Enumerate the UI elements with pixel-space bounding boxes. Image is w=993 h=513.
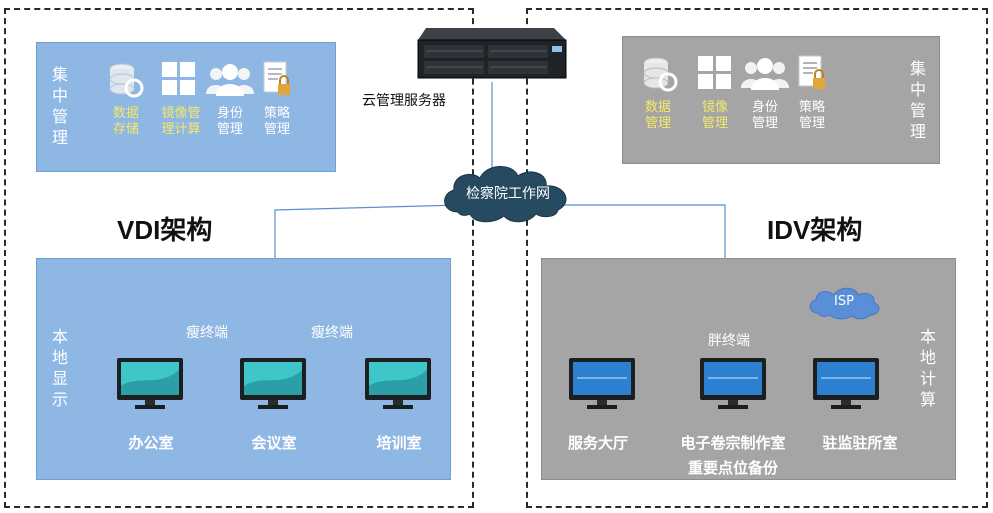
network-label: 检察院工作网 — [466, 186, 550, 202]
database-icon — [642, 56, 678, 92]
idv-icon-caption-identity: 身份管理 — [751, 100, 778, 131]
idv-mgmt-panel — [622, 36, 940, 164]
users-icon — [206, 62, 254, 98]
place-service-hall: 服务大厅 — [567, 434, 628, 452]
idv-title: IDV架构 — [767, 215, 863, 245]
monitor-icon — [700, 358, 768, 412]
fat-terminal-label: 胖终端 — [708, 333, 750, 349]
monitor-icon — [365, 358, 433, 410]
policy-doc-icon — [797, 54, 827, 94]
server-label: 云管理服务器 — [362, 93, 446, 109]
thin-terminal-label-2: 瘦终端 — [311, 325, 353, 341]
network-cloud-icon: 检察院工作网 — [438, 160, 578, 228]
policy-doc-icon — [262, 60, 292, 100]
place-e-file-room: 电子卷宗制作室 — [680, 434, 786, 452]
users-icon — [741, 56, 789, 92]
isp-label: ISP — [834, 294, 854, 309]
vdi-icon-caption-policy: 策略管理 — [263, 106, 290, 137]
vdi-icon-caption-image: 镜像管理计算 — [161, 106, 201, 137]
idv-icon-caption-policy: 策略管理 — [798, 100, 825, 131]
idv-icon-caption-data: 数据管理 — [644, 100, 671, 131]
vdi-title: VDI架构 — [117, 215, 213, 245]
place-backup-note: 重要点位备份 — [687, 459, 778, 477]
cloud-server-icon — [414, 24, 570, 84]
windows-icon — [162, 62, 196, 96]
idv-mgmt-side-label: 集中管理 — [909, 59, 926, 141]
idv-frame — [526, 8, 988, 508]
vdi-icon-caption-identity: 身份管理 — [216, 106, 243, 137]
place-meeting-room: 会议室 — [251, 434, 297, 452]
isp-cloud-icon: ISP — [806, 285, 882, 321]
vdi-local-side-label: 本地显示 — [51, 327, 68, 409]
database-icon — [108, 62, 144, 98]
windows-icon — [698, 56, 732, 90]
place-office: 办公室 — [128, 434, 174, 452]
place-prison-office: 驻监驻所室 — [822, 434, 898, 452]
thin-terminal-label-1: 瘦终端 — [186, 325, 228, 341]
vdi-icon-caption-data: 数据存储 — [112, 106, 139, 137]
vdi-mgmt-side-label: 集中管理 — [51, 65, 68, 147]
idv-local-side-label: 本地计算 — [919, 327, 936, 409]
idv-icon-caption-image: 镜像管理 — [701, 100, 728, 131]
monitor-icon — [569, 358, 637, 412]
monitor-icon — [813, 358, 881, 412]
monitor-icon — [240, 358, 308, 410]
monitor-icon — [117, 358, 185, 410]
vdi-frame — [4, 8, 474, 508]
place-training-room: 培训室 — [376, 434, 422, 452]
